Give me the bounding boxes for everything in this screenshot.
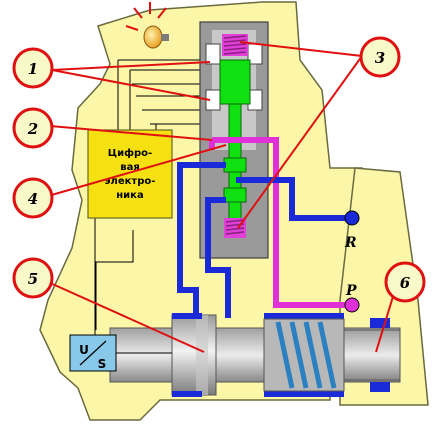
position-sensor: U S <box>69 334 172 372</box>
electronics-label-line2: вая <box>120 162 140 173</box>
electronics-label-line4: ника <box>116 190 143 201</box>
return-line <box>177 162 350 318</box>
callout-2: 2 <box>12 107 54 149</box>
cylinder-rod <box>343 329 401 381</box>
return-spring <box>275 321 337 389</box>
svg-text:1: 1 <box>28 60 38 78</box>
callout-leaders <box>47 41 396 353</box>
svg-text:6: 6 <box>400 274 411 292</box>
callout-5: 5 <box>12 257 54 299</box>
svg-text:2: 2 <box>27 120 38 138</box>
solenoid-armature <box>219 59 251 231</box>
digital-electronics-box: Цифро- вая электро- ника <box>87 129 173 219</box>
svg-text:4: 4 <box>28 190 38 208</box>
port-r <box>344 210 360 226</box>
callout-1: 1 <box>12 47 54 89</box>
sensor-label-s: S <box>98 357 107 371</box>
electronics-label-line3: электро- <box>105 176 156 187</box>
callout-6: 6 <box>384 261 426 303</box>
indicator-lamp-icon <box>125 2 169 49</box>
port-p <box>344 297 360 313</box>
port-r-label: R <box>344 235 357 251</box>
electronics-label-line1: Цифро- <box>108 147 152 159</box>
port-p-label: P <box>345 283 357 299</box>
svg-text:3: 3 <box>375 49 385 67</box>
callout-4: 4 <box>12 177 54 219</box>
callout-3: 3 <box>359 36 401 78</box>
svg-text:5: 5 <box>28 270 38 288</box>
sensor-label-u: U <box>79 343 89 357</box>
